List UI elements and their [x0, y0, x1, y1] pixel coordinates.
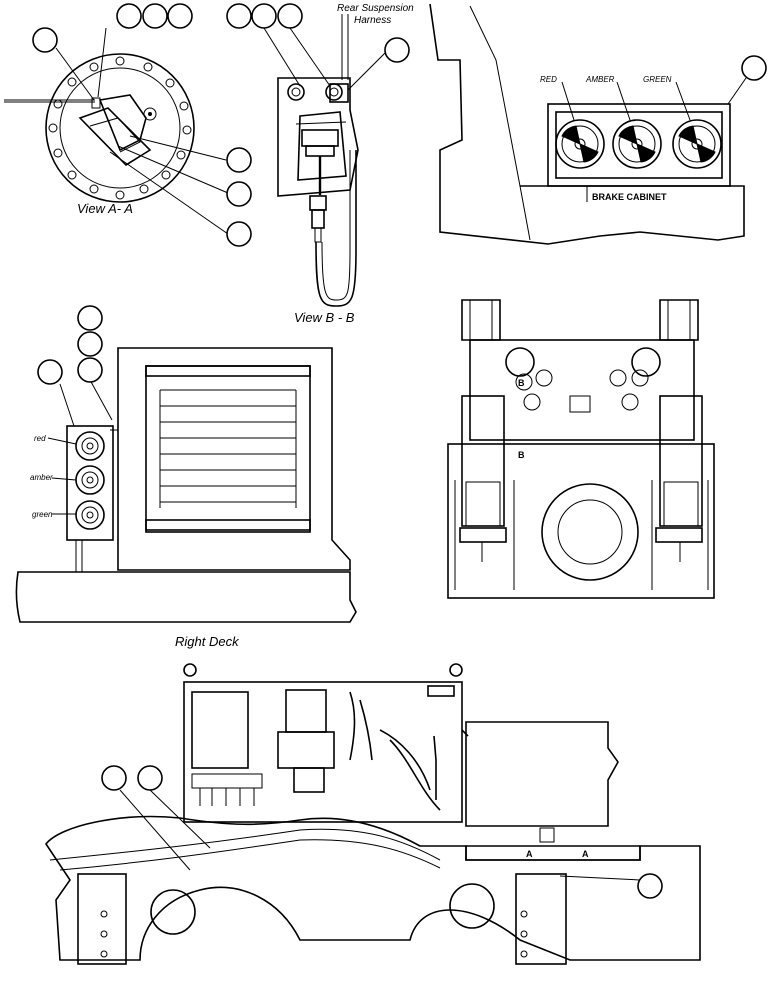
- callout-circle: [32, 27, 58, 53]
- callout-circle: [77, 305, 103, 331]
- callout-circle: [226, 3, 252, 29]
- callout-circle: [77, 357, 103, 383]
- callout-circle: [637, 873, 663, 899]
- deck-gauge-amber: [75, 465, 105, 495]
- deck-gauge-red: [75, 431, 105, 461]
- view-b-b-callouts: [226, 3, 410, 91]
- callout-circle: [251, 3, 277, 29]
- callout-circle: [101, 765, 127, 791]
- view-b-b-title: View B - B: [294, 310, 355, 325]
- rear-suspension-label-line1: Rear Suspension: [337, 3, 414, 14]
- view-a-a-title: View A- A: [77, 201, 133, 216]
- frame-assembly-view: A A: [45, 663, 701, 965]
- callout-circle: [277, 3, 303, 29]
- section-marker-a-left: A: [526, 849, 533, 859]
- deck-gauge-label-green: green: [32, 510, 53, 519]
- rear-suspension-label-line2: Harness: [354, 15, 391, 26]
- flange-bolt-holes: [48, 56, 192, 200]
- callout-circle: [741, 55, 767, 81]
- view-a-a: View A- A: [4, 53, 195, 216]
- right-deck-title: Right Deck: [175, 634, 240, 649]
- brake-gauge-label-red: RED: [540, 75, 557, 84]
- deck-gauge-label-red: red: [34, 434, 46, 443]
- brake-cabinet-label: BRAKE CABINET: [592, 192, 667, 202]
- callout-circle: [167, 3, 193, 29]
- callout-circle: [226, 221, 252, 247]
- brake-gauge-label-green: GREEN: [643, 75, 672, 84]
- deck-gauge-label-amber: amber: [30, 473, 53, 482]
- right-deck-view: red amber green Right Deck: [15, 305, 357, 649]
- valve-block: [191, 773, 263, 806]
- callout-circle: [142, 3, 168, 29]
- callout-circle: [77, 331, 103, 357]
- brake-gauge-amber: [612, 119, 662, 169]
- brake-gauge-red: [555, 119, 605, 169]
- louvers: [159, 389, 297, 508]
- section-marker-b-lower: B: [518, 450, 525, 460]
- brake-gauge-green: [672, 119, 722, 169]
- callout-circle: [137, 765, 163, 791]
- brake-gauge-label-amber: AMBER: [585, 75, 615, 84]
- callout-circle: [116, 3, 142, 29]
- callout-circle: [226, 147, 252, 173]
- callout-circle: [384, 37, 410, 63]
- view-a-a-callouts: [32, 3, 252, 247]
- view-b-b: Rear Suspension Harness View B - B: [277, 3, 414, 325]
- section-marker-b-upper: B: [518, 378, 525, 388]
- rear-suspension-view: B B: [447, 299, 715, 599]
- callout-circle: [226, 181, 252, 207]
- callout-circle: [37, 359, 63, 385]
- deck-gauge-green: [75, 500, 105, 530]
- brake-cabinet-view: RED AMBER GREEN BRAKE CABINET: [429, 3, 767, 245]
- section-marker-a-right: A: [582, 849, 589, 859]
